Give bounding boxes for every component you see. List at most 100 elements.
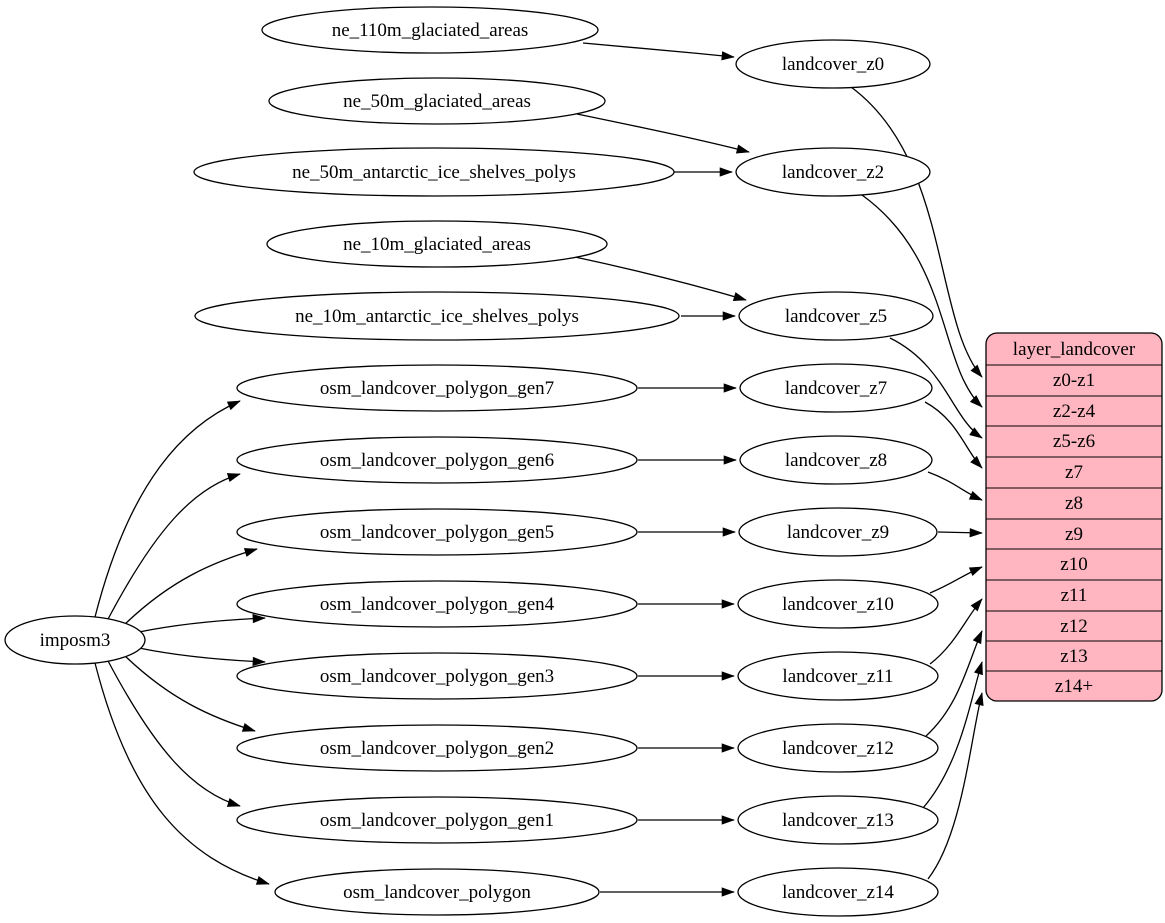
- edge-z11-to-row-z11: [929, 598, 983, 665]
- edge-z13-to-row-z13: [922, 661, 983, 809]
- node-landcover-z12-shape: [737, 723, 939, 773]
- node-osm-landcover-polygon-gen2-label: osm_landcover_polygon_gen2: [320, 738, 554, 759]
- node-landcover-z13-shape: [737, 795, 939, 845]
- node-landcover-z12-label: landcover_z12: [782, 738, 894, 759]
- node-landcover-z0-label: landcover_z0: [782, 54, 884, 75]
- node-imposm3-shape: [4, 615, 146, 665]
- node-landcover-z9-shape: [738, 507, 938, 557]
- node-osm-landcover-polygon-gen7-label: osm_landcover_polygon_gen7: [320, 378, 554, 399]
- node-ne-10m-antarctic-ice-shelves-polys: ne_10m_antarctic_ice_shelves_polys: [194, 291, 680, 341]
- node-landcover-z13: landcover_z13: [737, 795, 939, 845]
- node-osm-landcover-polygon-gen5-shape: [236, 508, 638, 556]
- node-osm-landcover-polygon-gen3-shape: [236, 652, 638, 700]
- node-landcover-z7: landcover_z7: [739, 363, 933, 413]
- node-landcover-z11-label: landcover_z11: [782, 666, 893, 687]
- layer-landcover-row-z11: z11: [1061, 585, 1088, 606]
- node-osm-landcover-polygon-gen6: osm_landcover_polygon_gen6: [236, 436, 638, 484]
- node-imposm3: imposm3: [4, 615, 146, 665]
- node-landcover-z10: landcover_z10: [737, 579, 939, 629]
- node-ne-10m-glaciated-areas-label: ne_10m_glaciated_areas: [343, 234, 531, 255]
- node-ne-50m-antarctic-ice-shelves-polys-label: ne_50m_antarctic_ice_shelves_polys: [292, 162, 576, 183]
- edge-imposm3-to-gen4: [138, 613, 266, 633]
- node-landcover-z9-label: landcover_z9: [787, 522, 889, 543]
- node-osm-landcover-polygon-gen4-label: osm_landcover_polygon_gen4: [320, 594, 555, 615]
- edge-imposm3-to-gen5: [121, 548, 258, 628]
- node-landcover-z2: landcover_z2: [735, 147, 931, 197]
- node-landcover-z14-shape: [737, 867, 939, 917]
- edge-z7-to-row-z7: [924, 401, 983, 469]
- edge-ne50m-glaciated-to-z2: [576, 113, 750, 154]
- node-landcover-z10-shape: [737, 579, 939, 629]
- node-osm-landcover-polygon-gen1-shape: [236, 796, 638, 844]
- layer-landcover-row-z2-z4: z2-z4: [1053, 401, 1096, 422]
- node-osm-landcover-polygon-gen5-label: osm_landcover_polygon_gen5: [320, 522, 554, 543]
- node-landcover-z5-label: landcover_z5: [785, 306, 887, 327]
- node-ne-50m-glaciated-areas-label: ne_50m_glaciated_areas: [343, 91, 531, 112]
- edge-z14-to-row-z14plus: [927, 692, 984, 880]
- layer-landcover-row-separators: [986, 364, 1162, 672]
- node-landcover-z12: landcover_z12: [737, 723, 939, 773]
- node-landcover-z0-shape: [735, 39, 931, 89]
- layer-landcover-row-z10: z10: [1060, 554, 1087, 575]
- node-ne-110m-glaciated-areas-shape: [261, 6, 599, 54]
- edge-ne10m-glaciated-to-z5: [574, 256, 747, 301]
- edge-imposm3-to-gen3: [138, 647, 266, 667]
- node-landcover-z2-label: landcover_z2: [782, 162, 884, 183]
- node-landcover-z9: landcover_z9: [738, 507, 938, 557]
- node-ne-10m-glaciated-areas: ne_10m_glaciated_areas: [266, 220, 608, 268]
- node-osm-landcover-polygon-gen4: osm_landcover_polygon_gen4: [236, 580, 638, 628]
- edge-imposm3-to-gen6: [106, 473, 241, 622]
- edge-z8-to-row-z8: [927, 471, 983, 501]
- edge-z2-to-row-z2-z4: [861, 194, 983, 408]
- node-landcover-z7-label: landcover_z7: [785, 378, 887, 399]
- node-osm-landcover-polygon-gen1: osm_landcover_polygon_gen1: [236, 796, 638, 844]
- node-landcover-z10-label: landcover_z10: [782, 594, 894, 615]
- edge-imposm3-to-gen7: [94, 400, 241, 618]
- node-landcover-z5-shape: [738, 291, 934, 341]
- node-osm-landcover-polygon-gen6-label: osm_landcover_polygon_gen6: [320, 450, 554, 471]
- node-landcover-z8: landcover_z8: [739, 435, 933, 485]
- edge-z0-to-row-z0-z1: [850, 86, 983, 378]
- layer-landcover-row-z9: z9: [1065, 524, 1083, 545]
- node-osm-landcover-polygon-gen6-shape: [236, 436, 638, 484]
- node-ne-10m-antarctic-ice-shelves-polys-shape: [194, 291, 680, 341]
- node-landcover-z2-shape: [735, 147, 931, 197]
- node-ne-50m-glaciated-areas-shape: [268, 77, 606, 125]
- node-osm-landcover-polygon-gen3-label: osm_landcover_polygon_gen3: [320, 666, 554, 687]
- node-landcover-z14-label: landcover_z14: [782, 882, 894, 903]
- node-osm-landcover-polygon-label: osm_landcover_polygon: [343, 882, 531, 903]
- node-ne-110m-glaciated-areas: ne_110m_glaciated_areas: [261, 6, 599, 54]
- node-osm-landcover-polygon-shape: [274, 868, 600, 916]
- node-layer-landcover-shape: [985, 332, 1163, 702]
- node-landcover-z13-label: landcover_z13: [782, 810, 894, 831]
- node-ne-10m-glaciated-areas-shape: [266, 220, 608, 268]
- edge-z12-to-row-z12: [925, 630, 983, 737]
- edge-ne110m-to-z0: [582, 42, 735, 61]
- layer-landcover-row-z14plus: z14+: [1055, 676, 1093, 697]
- layer-landcover-row-z13: z13: [1060, 646, 1087, 667]
- layer-landcover-row-z7: z7: [1065, 462, 1083, 483]
- node-osm-landcover-polygon-gen5: osm_landcover_polygon_gen5: [236, 508, 638, 556]
- node-landcover-z11: landcover_z11: [737, 651, 939, 701]
- node-landcover-z8-shape: [739, 435, 933, 485]
- layer-landcover-row-z0-z1: z0-z1: [1053, 370, 1095, 391]
- layer-landcover-title: layer_landcover: [1013, 339, 1136, 360]
- node-landcover-z7-shape: [739, 363, 933, 413]
- layer-landcover-row-z12: z12: [1060, 616, 1087, 637]
- edge-z5-to-row-z5-z6: [889, 337, 983, 439]
- node-ne-110m-glaciated-areas-label: ne_110m_glaciated_areas: [332, 20, 529, 41]
- node-ne-50m-glaciated-areas: ne_50m_glaciated_areas: [268, 77, 606, 125]
- node-landcover-z0: landcover_z0: [735, 39, 931, 89]
- node-ne-50m-antarctic-ice-shelves-polys: ne_50m_antarctic_ice_shelves_polys: [193, 147, 675, 197]
- edge-imposm3-to-gen2: [121, 652, 256, 732]
- node-ne-10m-antarctic-ice-shelves-polys-label: ne_10m_antarctic_ice_shelves_polys: [295, 306, 579, 327]
- layer-landcover-row-z5-z6: z5-z6: [1053, 431, 1095, 452]
- node-osm-landcover-polygon: osm_landcover_polygon: [274, 868, 600, 916]
- node-osm-landcover-polygon-gen2-shape: [236, 724, 638, 772]
- node-osm-landcover-polygon-gen7-shape: [236, 364, 638, 412]
- edge-z10-to-row-z10: [929, 566, 983, 594]
- edges: [94, 42, 984, 897]
- node-osm-landcover-polygon-gen1-label: osm_landcover_polygon_gen1: [320, 810, 554, 831]
